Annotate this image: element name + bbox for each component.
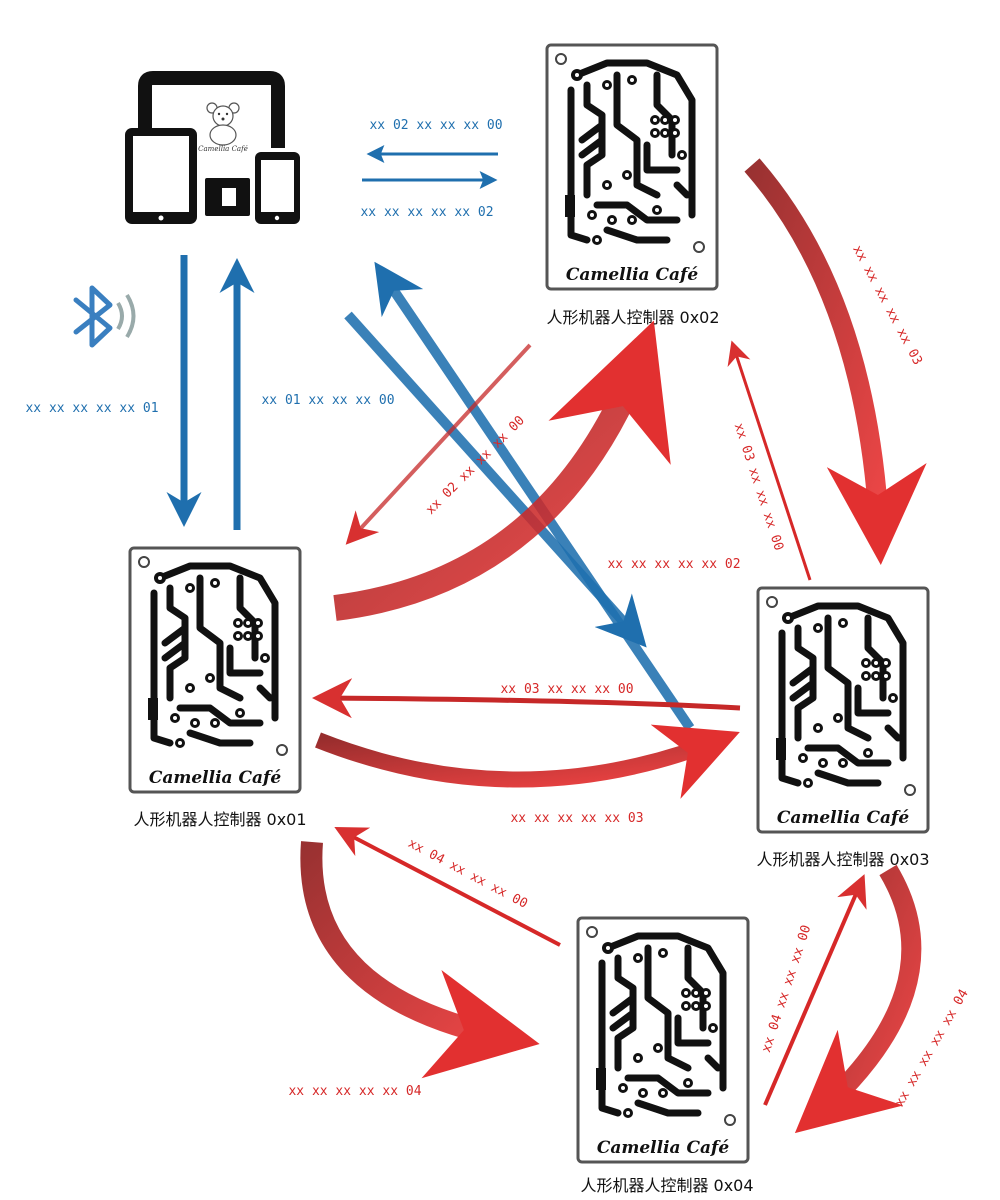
board-logo: Camellia Café	[597, 1138, 730, 1158]
board-0x02: Camellia Café 人形机器人控制器 0x02	[546, 45, 719, 327]
arrow-b2-to-b3	[744, 158, 927, 565]
arrow-b4-to-b3	[763, 874, 867, 1106]
msg-b4-to-b3: xx 04 xx xx xx 00	[759, 923, 814, 1054]
msg-b1-to-b3: xx xx xx xx xx 03	[510, 811, 643, 826]
arrow-b3-to-b2	[727, 340, 812, 581]
arrow-b2-to-b1	[345, 343, 532, 545]
arrow-b3-to-b1	[312, 678, 741, 719]
msg-b1-to-b4: xx xx xx xx xx 04	[288, 1084, 421, 1099]
blue-arrows	[166, 145, 695, 731]
msg-b2-to-b3: xx xx xx xx xx 03	[849, 243, 925, 368]
board-caption-0x02: 人形机器人控制器 0x02	[546, 308, 719, 327]
devices-icon: Camellia Café	[125, 71, 300, 224]
msg-b3-to-b2: xx 03 xx xx xx 00	[731, 421, 786, 552]
msg-b2-to-dev: xx 02 xx xx xx 00	[369, 118, 502, 133]
board-caption-0x04: 人形机器人控制器 0x04	[580, 1176, 753, 1195]
bear-mascot-icon: Camellia Café	[198, 102, 248, 153]
msg-b1-to-dev: xx 01 xx xx xx 00	[261, 393, 394, 408]
board-0x03: Camellia Café 人形机器人控制器 0x03	[756, 588, 929, 869]
msg-b1-to-b2: xx xx xx xx xx 02	[607, 557, 740, 572]
msg-dev-to-b2: xx xx xx xx xx 02	[360, 205, 493, 220]
arrow-b3-to-b4	[794, 864, 922, 1134]
board-logo: Camellia Café	[149, 768, 282, 788]
arrow-b1-to-b4	[300, 841, 540, 1079]
board-logo: Camellia Café	[777, 808, 910, 828]
board-caption-0x03: 人形机器人控制器 0x03	[756, 850, 929, 869]
arrow-b1-to-b2	[333, 320, 671, 621]
arrow-b1-to-b3	[315, 724, 740, 799]
arrow-b3-to-dev	[374, 261, 695, 731]
mascot-text: Camellia Café	[198, 145, 248, 153]
arrow-dev-to-b3	[344, 311, 647, 648]
red-arrows	[300, 158, 927, 1134]
msg-b3-to-b1: xx 03 xx xx xx 00	[500, 682, 633, 697]
board-0x01: Camellia Café 人形机器人控制器 0x01	[130, 548, 307, 829]
msg-dev-to-b1: xx xx xx xx xx 01	[25, 401, 158, 416]
board-caption-0x01: 人形机器人控制器 0x01	[133, 810, 306, 829]
board-logo: Camellia Café	[566, 265, 699, 285]
arrow-b4-to-b1	[334, 827, 561, 947]
bluetooth-icon	[73, 285, 136, 348]
board-0x04: Camellia Café 人形机器人控制器 0x04	[578, 918, 754, 1195]
